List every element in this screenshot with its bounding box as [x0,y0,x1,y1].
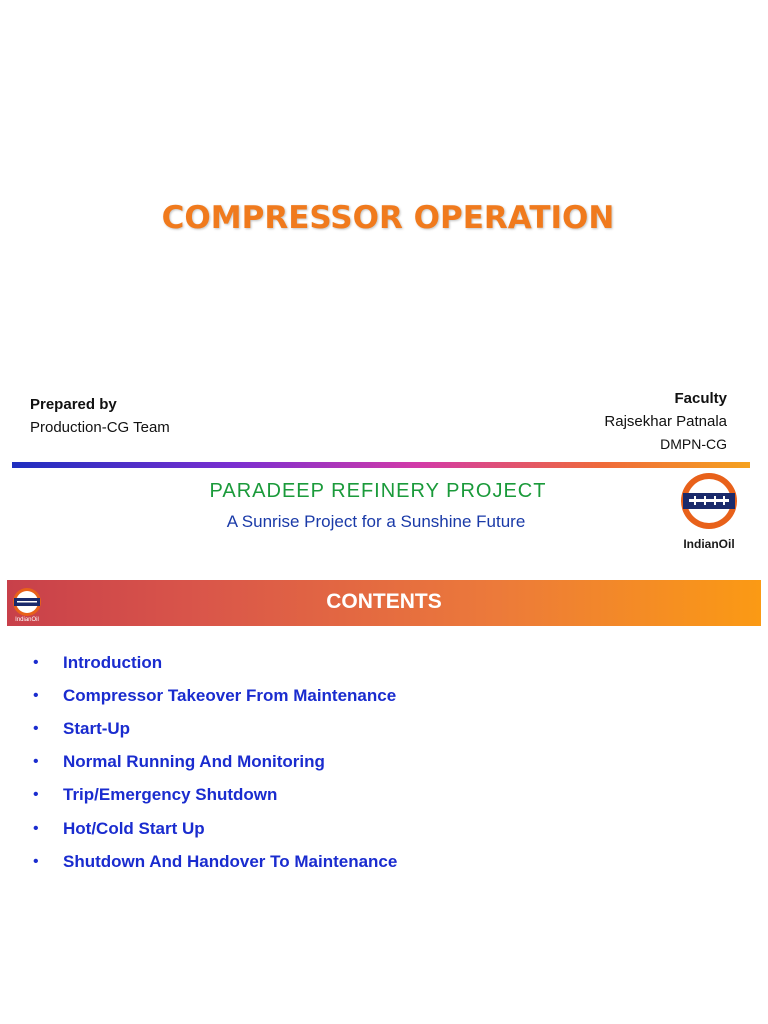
contents-item-label: Start-Up [63,718,131,738]
contents-item: • Start-Up [33,712,733,745]
bullet-icon: • [33,719,39,737]
indianoil-logo-icon [681,473,737,529]
logo-small-label: IndianOil [15,617,39,623]
slide-title: COMPRESSOR OPERATION [161,200,615,236]
contents-item: • Trip/Emergency Shutdown [33,779,733,812]
bullet-icon: • [33,786,39,804]
contents-item: • Compressor Takeover From Maintenance [33,679,733,712]
bullet-icon: • [33,819,39,837]
contents-item-label: Hot/Cold Start Up [63,818,205,838]
contents-item-label: Compressor Takeover From Maintenance [63,685,397,705]
contents-list: • Introduction • Compressor Takeover From … [33,646,733,878]
bullet-icon: • [33,653,39,671]
contents-item: • Introduction [33,646,733,679]
contents-title: CONTENTS [326,590,442,613]
prepared-by-team: Production-CG Team [30,419,170,436]
contents-item-label: Shutdown And Handover To Maintenance [63,851,398,871]
faculty-name: Rajsekhar Patnala [604,413,727,430]
contents-item: • Hot/Cold Start Up [33,812,733,845]
project-tagline: A Sunrise Project for a Sunshine Future [226,512,526,531]
bullet-icon: • [33,852,39,870]
prepared-by-label: Prepared by [30,396,117,413]
bullet-icon: • [33,753,39,771]
faculty-department: DMPN-CG [660,436,727,452]
faculty-label: Faculty [674,390,727,407]
bullet-icon: • [33,686,39,704]
logo-label: IndianOil [683,537,735,551]
contents-item-label: Introduction [63,652,163,672]
contents-item: • Normal Running And Monitoring [33,746,733,779]
contents-banner [7,580,761,626]
contents-item-label: Trip/Emergency Shutdown [63,785,278,805]
contents-item: • Shutdown And Handover To Maintenance [33,845,733,878]
indianoil-logo-small-icon [13,588,41,616]
gradient-divider [12,462,750,468]
contents-item-label: Normal Running And Monitoring [63,752,325,772]
project-title: PARADEEP REFINERY PROJECT [209,480,547,502]
